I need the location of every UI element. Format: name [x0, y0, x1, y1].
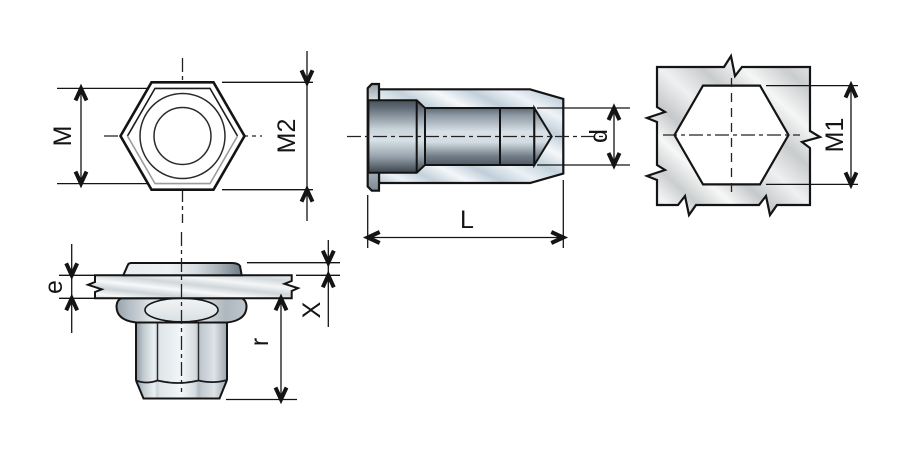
hex-shank-body — [136, 318, 227, 399]
dim-label-e: e — [40, 280, 68, 294]
thread-outer-circle — [139, 92, 226, 180]
dimension-d: d — [537, 106, 630, 167]
view-installed: e X r — [40, 232, 340, 402]
dim-label-d: d — [585, 129, 613, 143]
dimension-M2: M2 — [222, 51, 315, 221]
hex-outer-outline — [118, 81, 247, 191]
dim-label-M2: M2 — [273, 119, 301, 154]
view-top-hex-head: M M2 — [49, 51, 315, 223]
shank-tail-outline — [135, 379, 228, 400]
dim-label-L: L — [460, 206, 474, 234]
sheet-plate — [85, 274, 301, 300]
dimension-X: X — [247, 240, 340, 327]
view-side-section: d L — [347, 82, 630, 248]
shank-chamfer-arcs — [135, 379, 228, 384]
thread-inner-circle — [153, 106, 212, 166]
dim-label-M: M — [49, 126, 77, 147]
dimension-e: e — [40, 244, 96, 333]
dim-label-r: r — [246, 338, 274, 346]
dimension-M1: M1 — [766, 83, 859, 187]
hex-chamfer-top — [126, 87, 239, 137]
dim-label-M1: M1 — [821, 118, 849, 153]
view-plate-hex-hole: M1 — [643, 53, 859, 218]
dim-label-X: X — [298, 301, 326, 318]
hex-chamfer-bottom — [126, 135, 239, 185]
dimension-L: L — [365, 180, 566, 248]
dimension-r: r — [226, 296, 297, 402]
dimension-M: M — [49, 86, 147, 186]
flange-head — [121, 262, 243, 277]
